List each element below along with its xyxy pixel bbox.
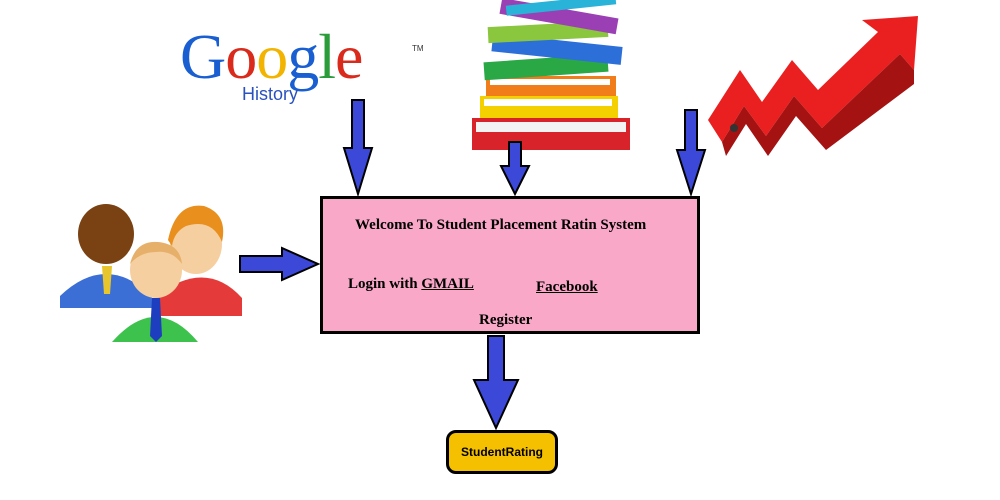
arrow-users-to-box [240, 248, 318, 280]
arrow-books-to-box [501, 142, 529, 194]
login-with-label: Login with GMAIL [348, 276, 474, 293]
register-link[interactable]: Register [479, 312, 532, 329]
welcome-title: Welcome To Student Placement Ratin Syste… [355, 217, 646, 234]
facebook-link[interactable]: Facebook [536, 279, 598, 296]
arrow-google-to-box [344, 100, 372, 194]
student-rating-box: StudentRating [446, 430, 558, 474]
arrow-box-to-rating [474, 336, 518, 428]
login-prefix: Login with [348, 276, 421, 292]
student-rating-label: StudentRating [461, 445, 543, 459]
welcome-box: Welcome To Student Placement Ratin Syste… [320, 196, 700, 334]
gmail-link[interactable]: GMAIL [421, 276, 474, 292]
arrow-chart-to-box [677, 110, 705, 194]
